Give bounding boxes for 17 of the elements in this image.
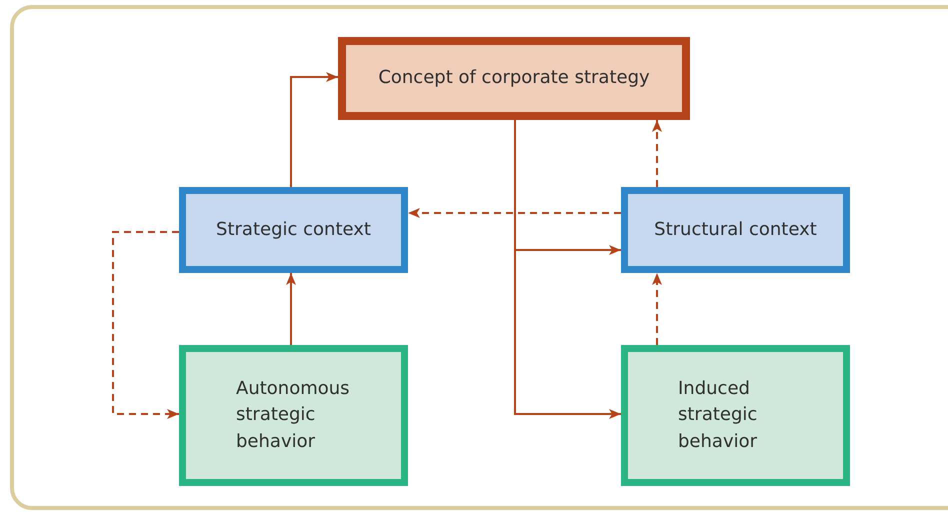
- arrow: [408, 208, 621, 218]
- process-box: [621, 345, 850, 486]
- box-label: Strategic context: [216, 218, 371, 242]
- arrow: [652, 120, 662, 187]
- arrow: [112, 231, 179, 419]
- box-label: Structural context: [654, 218, 817, 242]
- arrow: [286, 273, 296, 345]
- arrow: [514, 120, 621, 419]
- process-box: [179, 345, 408, 486]
- arrow: [290, 72, 338, 187]
- process-box: [179, 187, 408, 273]
- box-label: Autonomous strategic behavior: [236, 377, 351, 454]
- box-label: Induced strategic behavior: [678, 377, 758, 454]
- process-box: [621, 187, 850, 273]
- process-box: [338, 37, 690, 120]
- box-label: Concept of corporate strategy: [378, 66, 650, 90]
- arrow: [652, 273, 662, 345]
